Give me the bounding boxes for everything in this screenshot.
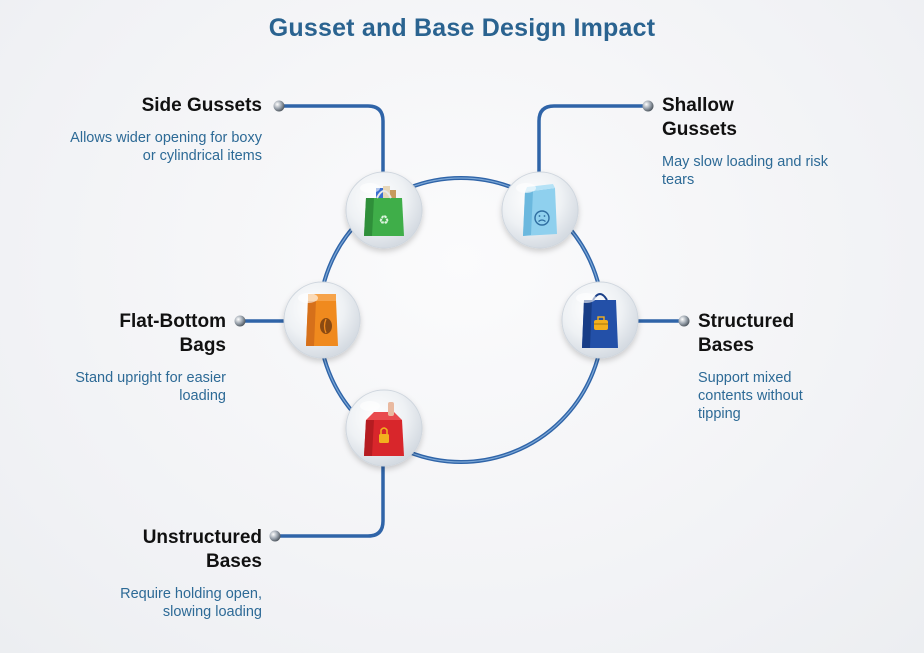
connector-side-gussets (281, 104, 385, 182)
desc-shallow-gussets: May slow loading and risk tears (662, 154, 829, 188)
briefcase-bag-icon (582, 293, 618, 348)
desc-unstructured-bases: Require holding open, slowing loading (120, 586, 262, 620)
connector-end-ball (269, 530, 281, 542)
coffee-bag-icon (306, 294, 338, 346)
connector-end-ball (234, 315, 246, 327)
svg-text:♻: ♻ (379, 213, 390, 227)
green-shopping-bag-icon: ♻ (364, 186, 404, 236)
connector-end-ball (678, 315, 690, 327)
connector-unstructured (277, 464, 385, 538)
bubble-side-gussets: ♻ (345, 171, 423, 249)
desc-side-gussets: Allows wider opening for boxy or cylindr… (70, 130, 262, 164)
bubble-flat-bottom-bags (283, 281, 361, 359)
bubble-shallow-gussets (501, 171, 579, 249)
locked-red-bag-icon (364, 402, 404, 456)
label-shallow-gussets: Shallow Gussets (662, 95, 737, 140)
desc-structured-bases: Support mixed contents without tipping (698, 370, 803, 422)
desc-flat-bottom-bags: Stand upright for easier loading (75, 370, 226, 404)
label-unstructured-bases: Unstructured Bases (142, 527, 262, 572)
connector-end-ball (273, 100, 285, 112)
label-flat-bottom-bags: Flat-Bottom Bags (119, 311, 226, 356)
diagram-title: Gusset and Base Design Impact (268, 14, 656, 42)
bubble-structured-bases (561, 281, 639, 359)
label-structured-bases: Structured Bases (698, 311, 795, 356)
connector-end-ball (642, 100, 654, 112)
bubble-unstructured-bases (345, 389, 423, 467)
label-side-gussets: Side Gussets (141, 95, 262, 116)
connector-shallow-gussets (537, 104, 646, 182)
